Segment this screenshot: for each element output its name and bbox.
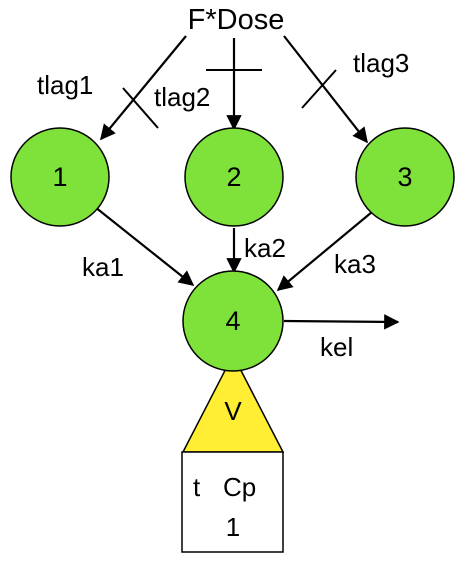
compartment-2-circle	[184, 127, 284, 227]
dose-label: F*Dose	[188, 4, 285, 36]
observation-cp-label: Cp	[223, 472, 256, 502]
compartment-1-label: 1	[52, 162, 67, 192]
compartment-2-label: 2	[226, 162, 241, 192]
lag-label-2: tlag2	[154, 82, 210, 112]
compartment-2: 2	[184, 127, 284, 227]
edge-4-elimination	[283, 314, 400, 330]
compartment-3-label: 3	[397, 162, 412, 192]
lag-label-3: tlag3	[353, 48, 409, 78]
compartment-1: 1	[10, 127, 110, 227]
compartment-3-circle	[355, 127, 455, 227]
compartment-1-circle	[10, 127, 110, 227]
edge-dose-to-1	[100, 35, 187, 141]
compartment-4-central: 4	[182, 270, 284, 372]
observation-index: 1	[226, 512, 240, 542]
lag-tick-3	[301, 69, 337, 109]
edge-3-to-4	[276, 206, 379, 291]
rate-label-ka1: ka1	[82, 252, 124, 282]
observation-box	[181, 451, 284, 553]
edge-dose-to-3	[283, 35, 368, 144]
volume-label: V	[224, 396, 242, 426]
observation-time-label: t	[193, 472, 201, 502]
rate-label-ka3: ka3	[334, 249, 376, 279]
compartment-4-circle	[182, 270, 284, 372]
lag-tick-1	[122, 87, 159, 129]
compartment-3: 3	[355, 127, 455, 227]
rate-label-kel: kel	[320, 332, 353, 362]
rate-label-ka2: ka2	[244, 233, 286, 263]
compartment-4-label: 4	[225, 306, 240, 336]
lag-label-1: tlag1	[37, 70, 93, 100]
edge-1-to-4	[94, 206, 195, 286]
